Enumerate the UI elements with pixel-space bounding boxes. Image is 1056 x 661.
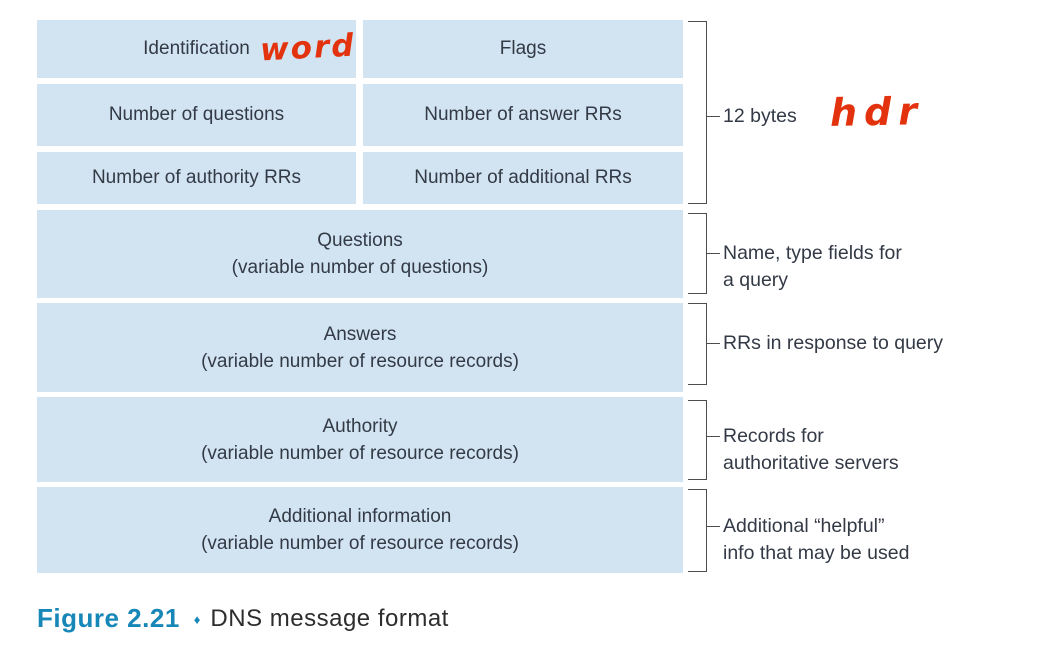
side-label-authority-line2: authoritative servers	[723, 452, 899, 474]
answers-section-subtitle: (variable number of resource records)	[201, 350, 519, 372]
authority-section-title: Authority	[322, 415, 398, 437]
diamond-separator-icon: ♦	[193, 612, 201, 627]
cell-flags-label: Flags	[499, 38, 547, 59]
questions-section-subtitle: (variable number of questions)	[231, 257, 489, 278]
bracket-questions-tick	[706, 253, 720, 254]
cell-number-of-additional-rrs: Number of additional RRs	[363, 152, 683, 204]
caption-title: DNS message format	[210, 604, 449, 632]
cell-questions-section: Questions (variable number of questions)	[37, 210, 683, 298]
cell-number-of-additional-rrs-label: Number of additional RRs	[414, 167, 632, 188]
side-label-questions-line2: a query	[723, 269, 789, 291]
cell-identification-label: Identification	[143, 38, 250, 59]
cell-number-of-authority-rrs: Number of authority RRs	[37, 152, 356, 204]
authority-section-subtitle: (variable number of resource records)	[201, 442, 519, 464]
side-label-additional-info-line1: Additional “helpful”	[723, 515, 885, 537]
bracket-additional-info	[688, 489, 707, 572]
additional-information-section-subtitle: (variable number of resource records)	[201, 533, 519, 554]
bracket-authority-tick	[706, 436, 720, 437]
cell-number-of-questions: Number of questions	[37, 84, 356, 146]
questions-section-title: Questions	[317, 230, 403, 251]
side-label-12-bytes: 12 bytes	[723, 103, 797, 130]
cell-additional-information-section: Additional information (variable number …	[37, 487, 683, 573]
handwritten-hdr-annotation: hdr	[829, 89, 925, 135]
bracket-header-12-bytes	[688, 21, 707, 204]
additional-information-section-title: Additional information	[268, 506, 452, 527]
handwritten-word-annotation: word	[259, 27, 357, 69]
figure-caption: Figure 2.21 ♦ DNS message format	[37, 603, 449, 634]
side-label-questions-line1: Name, type fields for	[723, 242, 902, 264]
cell-authority-section: Authority (variable number of resource r…	[37, 397, 683, 482]
cell-identification: Identification	[37, 20, 356, 78]
bracket-header-tick	[706, 116, 720, 117]
cell-number-of-answer-rrs: Number of answer RRs	[363, 84, 683, 146]
side-label-additional-info: Additional “helpful” info that may be us…	[723, 513, 909, 567]
cell-answers-section: Answers (variable number of resource rec…	[37, 303, 683, 392]
bracket-questions	[688, 213, 707, 294]
side-label-answers: RRs in response to query	[723, 330, 943, 357]
side-label-authority-line1: Records for	[723, 425, 824, 447]
cell-flags: Flags	[363, 20, 683, 78]
bracket-answers-tick	[706, 343, 720, 344]
side-label-additional-info-line2: info that may be used	[723, 542, 910, 564]
cell-number-of-questions-label: Number of questions	[108, 104, 285, 125]
caption-figure-number: Figure 2.21	[37, 603, 180, 633]
side-label-authority: Records for authoritative servers	[723, 423, 899, 477]
side-label-answers-line1: RRs in response to query	[723, 332, 944, 354]
bracket-additional-info-tick	[706, 526, 720, 527]
answers-section-title: Answers	[323, 323, 397, 345]
bracket-answers	[688, 303, 707, 385]
cell-number-of-answer-rrs-label: Number of answer RRs	[424, 104, 622, 125]
bracket-authority	[688, 400, 707, 480]
cell-number-of-authority-rrs-label: Number of authority RRs	[91, 167, 302, 188]
side-label-questions: Name, type fields for a query	[723, 240, 902, 294]
side-label-12-bytes-line1: 12 bytes	[723, 105, 797, 127]
